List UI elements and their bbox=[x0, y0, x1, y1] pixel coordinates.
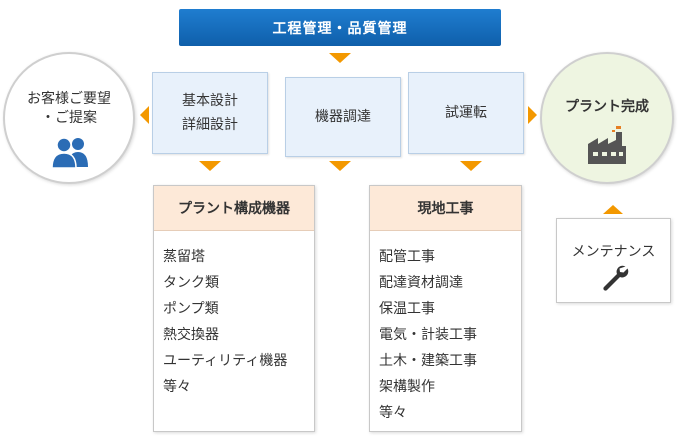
wrench-icon bbox=[603, 265, 629, 291]
list-item: 土木・建築工事 bbox=[379, 353, 477, 369]
list-item: 保温工事 bbox=[379, 301, 435, 317]
site-construction-list: 配管工事 配達資材調達 保温工事 電気・計装工事 土木・建築工事 架構製作 等々 bbox=[379, 244, 477, 426]
arrow-down-icon bbox=[199, 161, 221, 171]
list-item: 熱交換器 bbox=[163, 327, 219, 343]
list-item: 架構製作 bbox=[379, 379, 435, 395]
site-construction-title: 現地工事 bbox=[370, 186, 521, 231]
maintenance-box: メンテナンス bbox=[556, 218, 671, 303]
site-construction-panel: 現地工事 配管工事 配達資材調達 保温工事 電気・計装工事 土木・建築工事 架構… bbox=[369, 185, 522, 432]
complete-label: プラント完成 bbox=[565, 99, 649, 115]
plant-equipment-panel: プラント構成機器 蒸留塔 タンク類 ポンプ類 熱交換器 ユーティリティ機器 等々 bbox=[153, 185, 315, 432]
arrow-down-icon bbox=[460, 161, 482, 171]
list-item: ユーティリティ機器 bbox=[163, 353, 288, 369]
list-item: 配達資材調達 bbox=[379, 275, 463, 291]
customer-request-circle: お客様ご要望 ・ご提案 bbox=[3, 52, 135, 184]
factory-icon bbox=[588, 126, 626, 164]
step-design-line2: 詳細設計 bbox=[182, 117, 238, 133]
list-item: 等々 bbox=[379, 405, 407, 421]
people-icon bbox=[51, 137, 88, 168]
step-design: 基本設計 詳細設計 bbox=[152, 72, 268, 154]
step-test-run: 試運転 bbox=[408, 72, 524, 154]
list-item: 電気・計装工事 bbox=[379, 327, 477, 343]
list-item: タンク類 bbox=[163, 275, 219, 291]
arrow-up-icon bbox=[603, 205, 623, 214]
arrow-right-icon bbox=[528, 106, 537, 124]
step-procurement-label: 機器調達 bbox=[315, 109, 371, 125]
customer-line2: ・ご提案 bbox=[41, 110, 97, 126]
plant-complete-circle: プラント完成 bbox=[540, 52, 674, 184]
process-management-banner: 工程管理・品質管理 bbox=[179, 9, 501, 46]
step-design-line1: 基本設計 bbox=[182, 93, 238, 109]
customer-line1: お客様ご要望 bbox=[27, 91, 111, 107]
maintenance-label: メンテナンス bbox=[571, 244, 656, 260]
arrow-left-icon bbox=[140, 106, 149, 124]
list-item: 蒸留塔 bbox=[163, 249, 205, 265]
step-procurement: 機器調達 bbox=[285, 77, 401, 157]
plant-equipment-title: プラント構成機器 bbox=[154, 186, 314, 231]
list-item: 等々 bbox=[163, 379, 191, 395]
arrow-down-icon bbox=[329, 53, 351, 63]
banner-label: 工程管理・品質管理 bbox=[272, 20, 408, 37]
plant-equipment-list: 蒸留塔 タンク類 ポンプ類 熱交換器 ユーティリティ機器 等々 bbox=[163, 244, 287, 400]
step-test-run-label: 試運転 bbox=[445, 105, 487, 121]
list-item: 配管工事 bbox=[379, 249, 435, 265]
list-item: ポンプ類 bbox=[163, 301, 219, 317]
arrow-down-icon bbox=[329, 161, 351, 171]
